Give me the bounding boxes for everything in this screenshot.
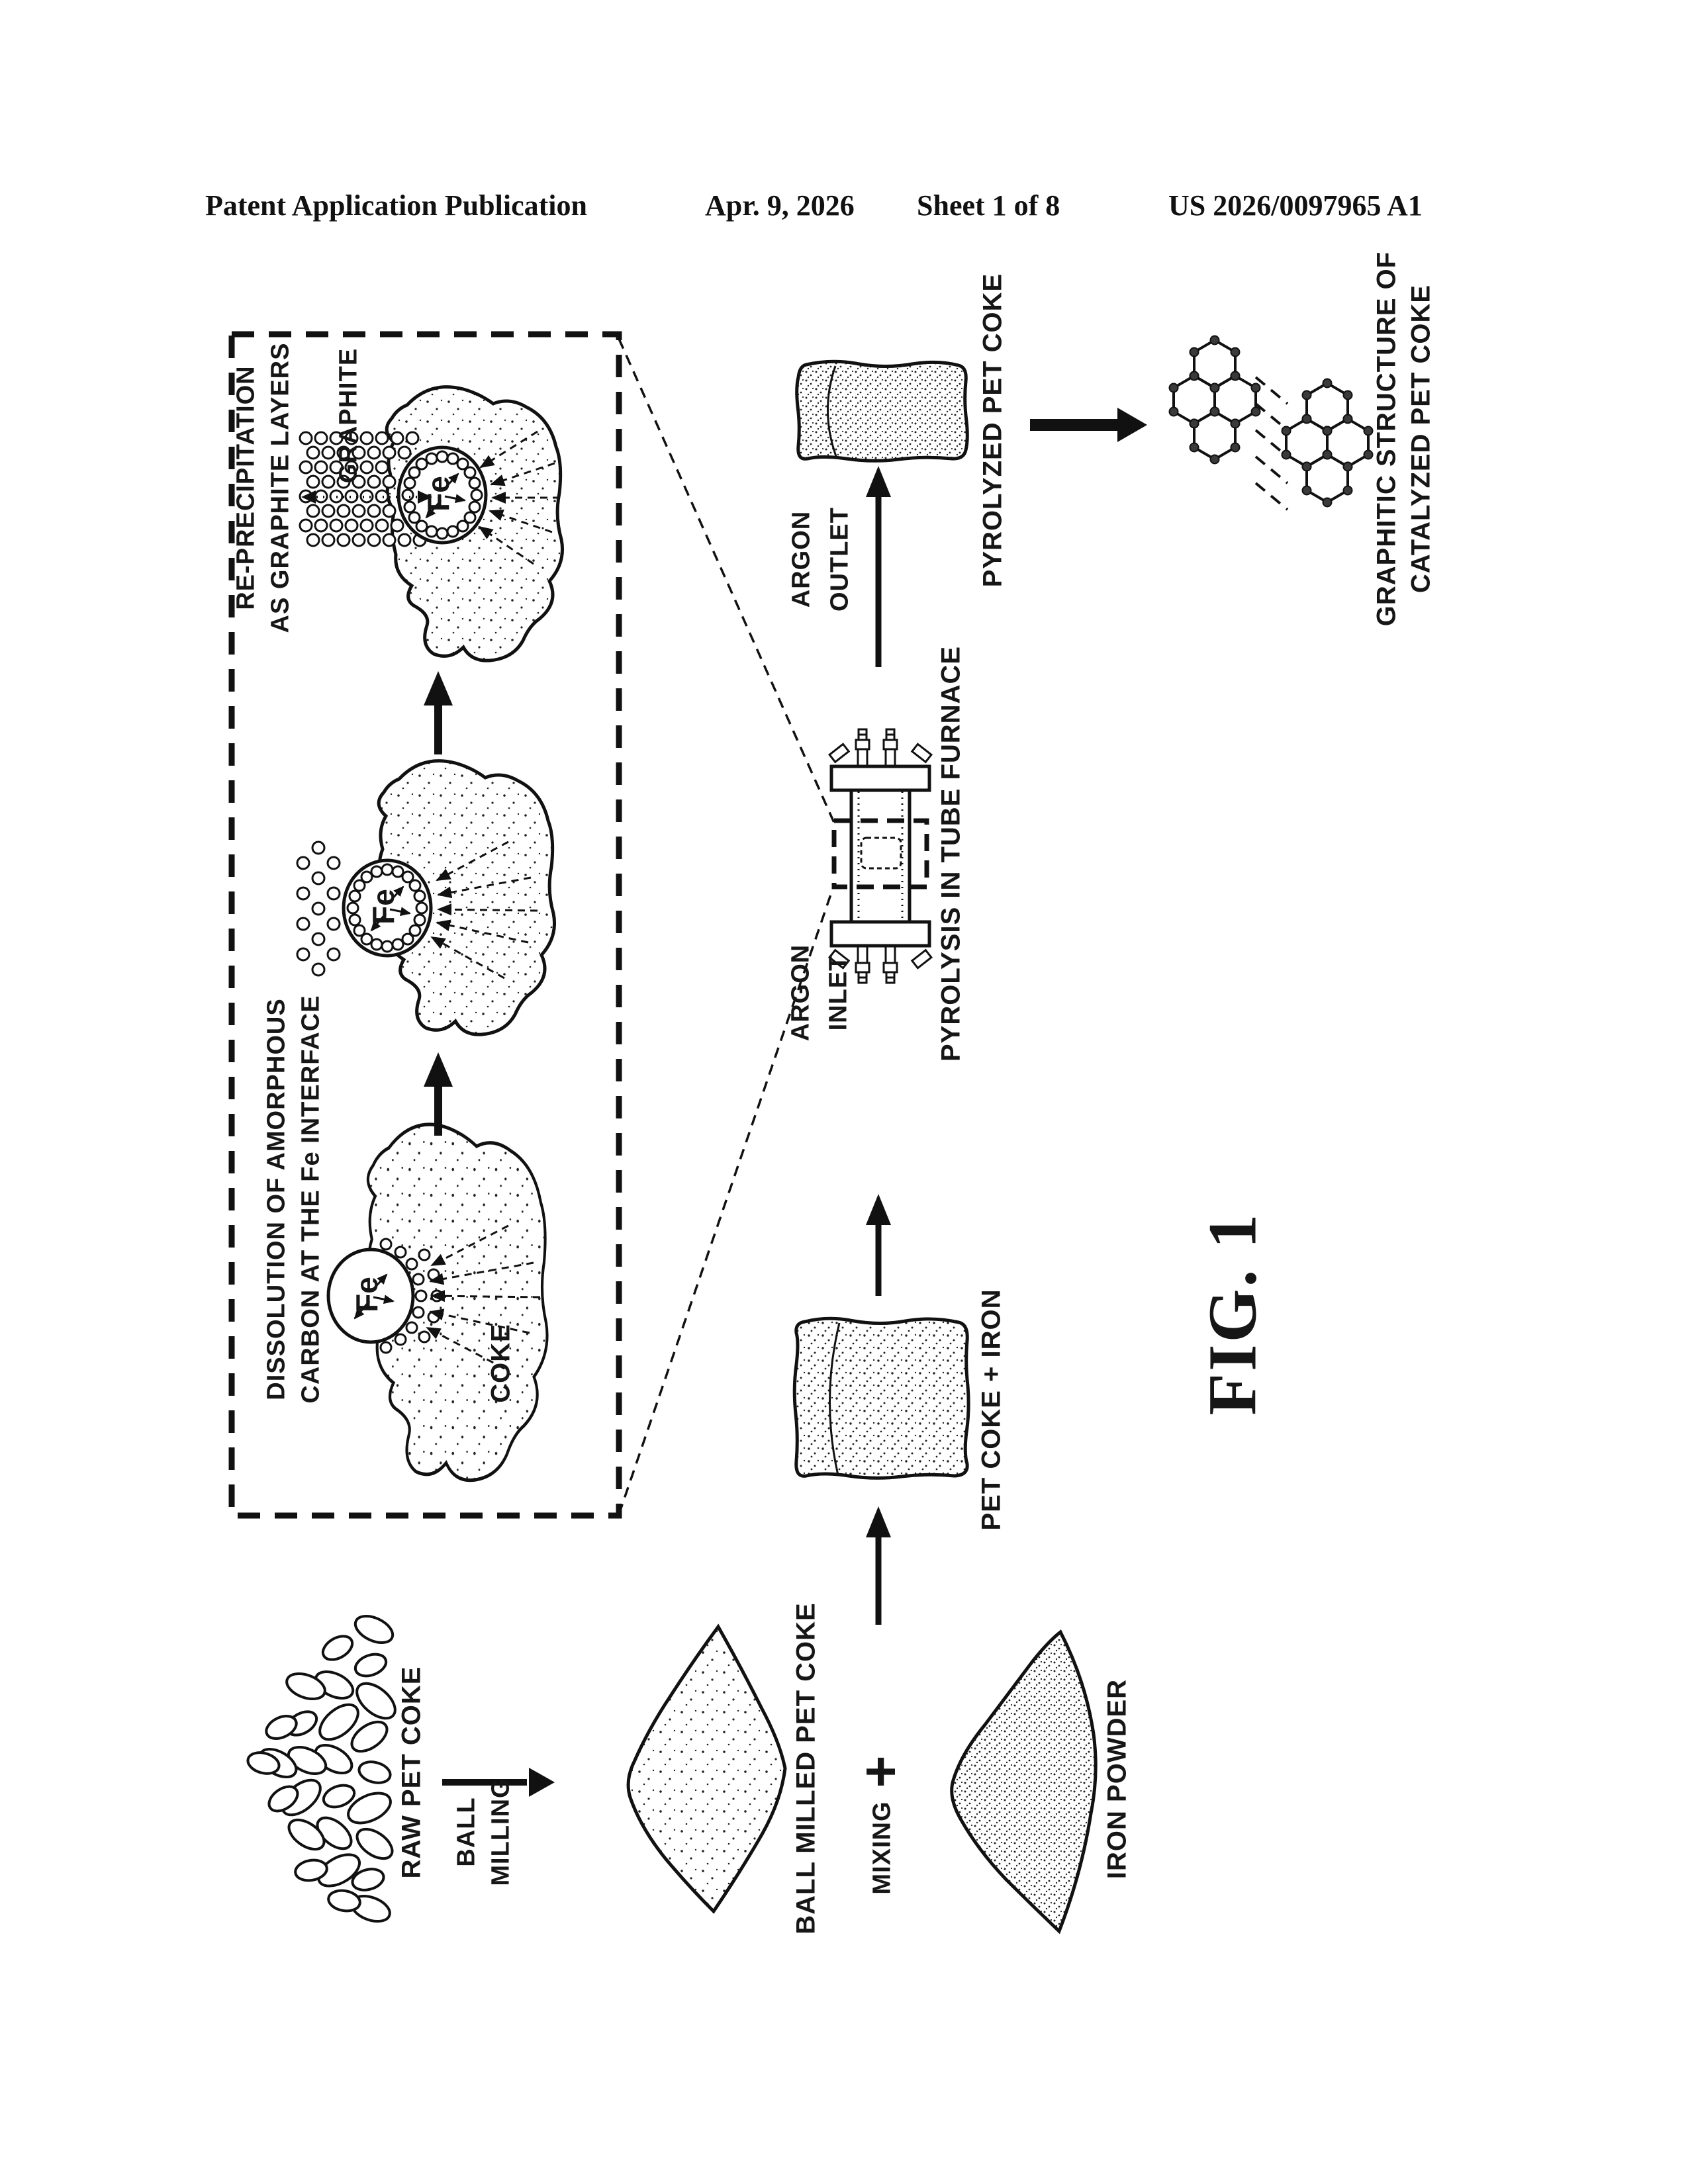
pet-coke-iron-cylinder	[792, 1316, 970, 1480]
label-pyrolysis-furnace: PYROLYSIS IN TUBE FURNACE	[936, 645, 966, 1062]
header-patent-number: US 2026/0097965 A1	[1168, 189, 1423, 222]
label-reprecipitation-line1: RE-PRECIPITATION	[232, 365, 260, 610]
label-ball-milling-line2: MILLING	[487, 1778, 515, 1886]
inset-stage-arrows	[424, 671, 453, 1136]
process-flow-arrows	[866, 466, 891, 1625]
ball-milled-pet-coke-blob	[626, 1623, 787, 1914]
label-pet-coke-iron: PET COKE + IRON	[976, 1289, 1006, 1531]
tube-furnace	[827, 728, 933, 984]
label-ball-milled-pet-coke: BALL MILLED PET COKE	[791, 1602, 821, 1934]
to-graphitic-arrow	[1030, 408, 1147, 442]
graphitic-structure-art	[1168, 334, 1374, 511]
label-coke: COKE	[486, 1324, 516, 1403]
label-fe-coke-stage: Fe	[350, 1277, 384, 1312]
label-pyrolyzed-pet-coke: PYROLYZED PET COKE	[978, 273, 1008, 588]
raw-pet-coke-pile	[244, 1609, 403, 1928]
detail-connector-lines	[618, 338, 835, 1515]
label-iron-powder: IRON POWDER	[1102, 1678, 1132, 1880]
header-sheet: Sheet 1 of 8	[917, 189, 1060, 222]
label-argon-outlet-line2: OUTLET	[825, 507, 854, 612]
label-argon-outlet-line1: ARGON	[787, 510, 816, 608]
iron-powder-blob	[950, 1629, 1098, 1934]
header-date: Apr. 9, 2026	[705, 189, 855, 222]
label-ball-milling-line1: BALL	[452, 1797, 481, 1867]
label-fe-intermediate-stage: Fe	[366, 889, 400, 925]
stage-graphite-art	[299, 387, 563, 661]
inset-dashed-box	[228, 331, 622, 1519]
label-argon-inlet-line2: INLET	[824, 954, 853, 1031]
figure-caption: FIG. 1	[1194, 1212, 1271, 1416]
label-fe-graphite-stage: Fe	[421, 476, 455, 512]
stage-intermediate-art	[296, 761, 555, 1035]
stage-coke-art	[328, 1124, 547, 1480]
label-raw-pet-coke: RAW PET COKE	[397, 1666, 426, 1879]
header-publication: Patent Application Publication	[205, 189, 587, 222]
label-plus-sign: +	[849, 1755, 912, 1788]
label-reprecipitation-line2: AS GRAPHITE LAYERS	[266, 342, 295, 633]
pyrolyzed-pet-coke-cylinder	[795, 359, 969, 463]
label-graphitic-structure-line2: CATALYZED PET COKE	[1406, 284, 1436, 594]
label-mixing: MIXING	[868, 1801, 896, 1895]
label-dissolution-line2: CARBON AT THE Fe INTERFACE	[297, 995, 325, 1404]
label-argon-inlet-line1: ARGON	[786, 944, 815, 1042]
label-graphitic-structure-line1: GRAPHITIC STRUCTURE OF	[1372, 251, 1401, 627]
label-dissolution-line1: DISSOLUTION OF AMORPHOUS	[262, 998, 291, 1400]
ball-milling-arrow	[442, 1768, 555, 1797]
label-graphite: GRAPHITE	[334, 347, 363, 484]
